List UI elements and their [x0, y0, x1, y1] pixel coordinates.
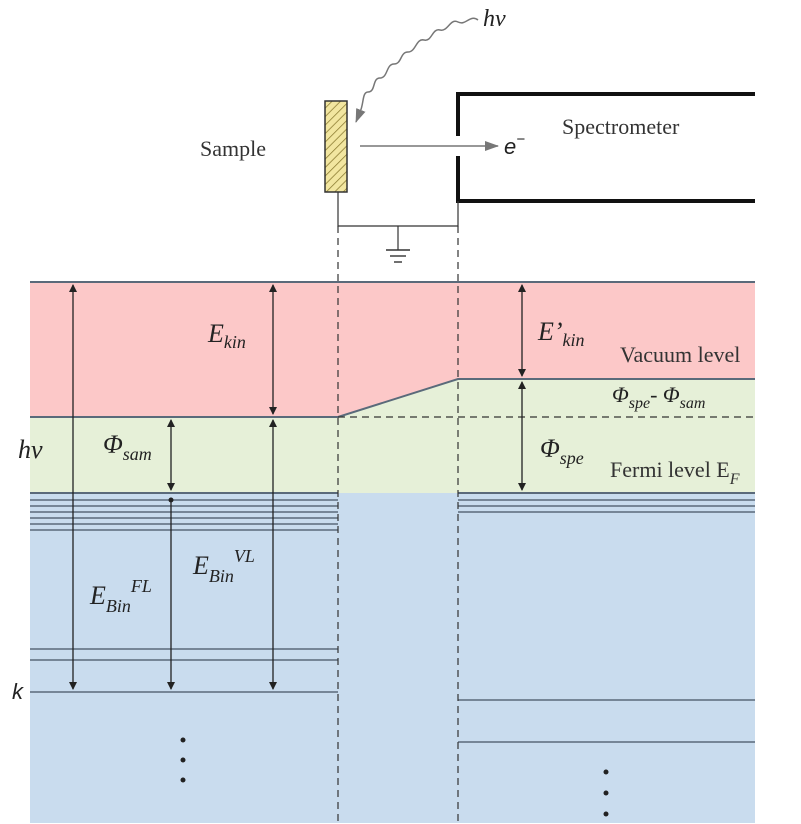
ebin-vl-label: EBinVL: [192, 546, 255, 586]
phi-sam-label: Φsam: [103, 430, 152, 464]
photon-label: hν: [483, 6, 506, 32]
vacuum-level-line: [30, 378, 755, 418]
spectrometer-label: Spectrometer: [562, 114, 680, 139]
fermi-level-label: Fermi level EF: [610, 457, 740, 488]
work-function-region: [30, 379, 755, 493]
k-level-label: k: [12, 679, 24, 704]
ebin-fl-label: EBinFL: [89, 576, 152, 616]
photon-wave: [355, 17, 479, 123]
phi-difference-label: Φspe- Φsam: [612, 382, 705, 412]
energy-levels: [30, 281, 755, 494]
energy-arrows: [69, 284, 526, 690]
sample-label: Sample: [200, 136, 266, 161]
ekin-label: Ekin: [207, 319, 246, 352]
vacuum-level-label: Vacuum level: [620, 342, 740, 367]
ground-icon: [386, 249, 410, 263]
spectrometer-box: [456, 92, 755, 203]
apparatus: [324, 17, 755, 263]
electron-label: e−: [504, 131, 525, 159]
energy-regions: [30, 282, 755, 823]
sample-slab: [324, 100, 348, 193]
hv-side-label: hν: [18, 435, 43, 464]
sample-valence-lines: [30, 499, 338, 693]
gap-band-region: [338, 493, 458, 823]
ekin-prime-label: E’kin: [537, 317, 585, 350]
vertical-guides: [337, 226, 459, 824]
vacuum-region: [30, 282, 755, 417]
spectrometer-valence-lines: [458, 499, 755, 743]
ground-wire: [337, 192, 459, 227]
phi-spe-label: Φspe: [540, 434, 584, 468]
continuation-dots: [180, 737, 609, 817]
text-labels: hν Sample Spectrometer e− Ekin E’kin Vac…: [12, 6, 740, 704]
